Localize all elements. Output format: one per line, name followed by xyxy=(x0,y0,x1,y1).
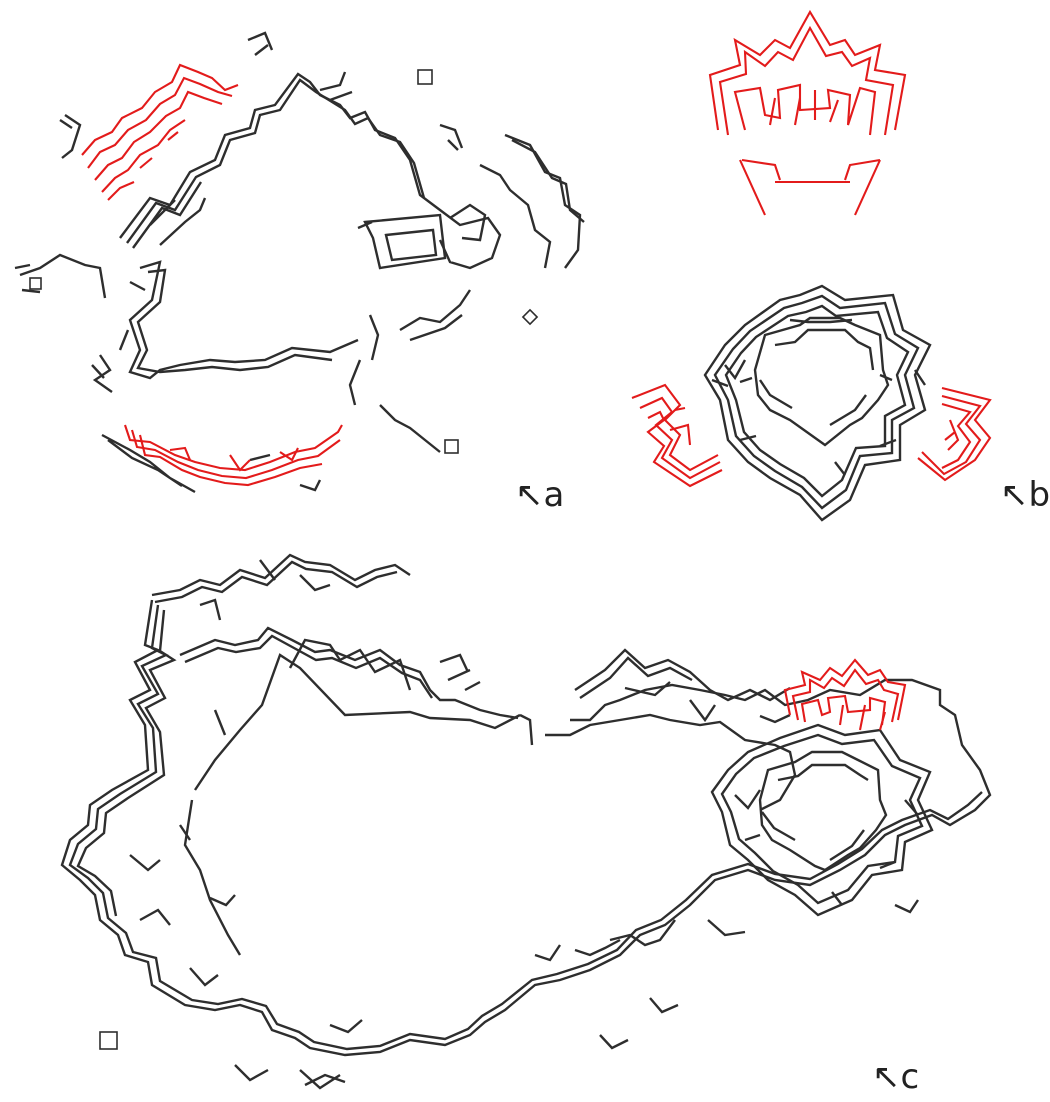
panel-c-red-crown xyxy=(783,658,907,731)
panel-c-square-marker xyxy=(99,1031,118,1050)
panel-a xyxy=(14,31,585,494)
panel-a-diamond-marker xyxy=(521,308,539,326)
panel-a-red-arc-upper xyxy=(81,63,239,201)
panel-c-label: ↖c xyxy=(872,1057,920,1097)
panel-b-red-bracket-left xyxy=(631,383,723,488)
panel-b-star-fortress xyxy=(703,284,932,522)
panel-b-label: ↖b xyxy=(1000,475,1050,515)
panel-c-star-fortress xyxy=(710,723,934,917)
panel-a-square-marker xyxy=(444,439,459,454)
panel-a-red-band-lower xyxy=(124,424,343,487)
panel-b-red-crown xyxy=(708,9,907,216)
panel-c-fortress-outline xyxy=(60,553,992,1090)
panel-c xyxy=(60,553,992,1090)
panel-a-square-marker xyxy=(29,277,42,290)
panel-b xyxy=(631,9,992,522)
panel-b-red-bracket-right xyxy=(917,386,992,482)
panel-a-fortress-outline xyxy=(14,31,585,494)
panel-a-square-marker xyxy=(417,69,433,85)
panel-a-label: ↖a xyxy=(515,475,565,515)
